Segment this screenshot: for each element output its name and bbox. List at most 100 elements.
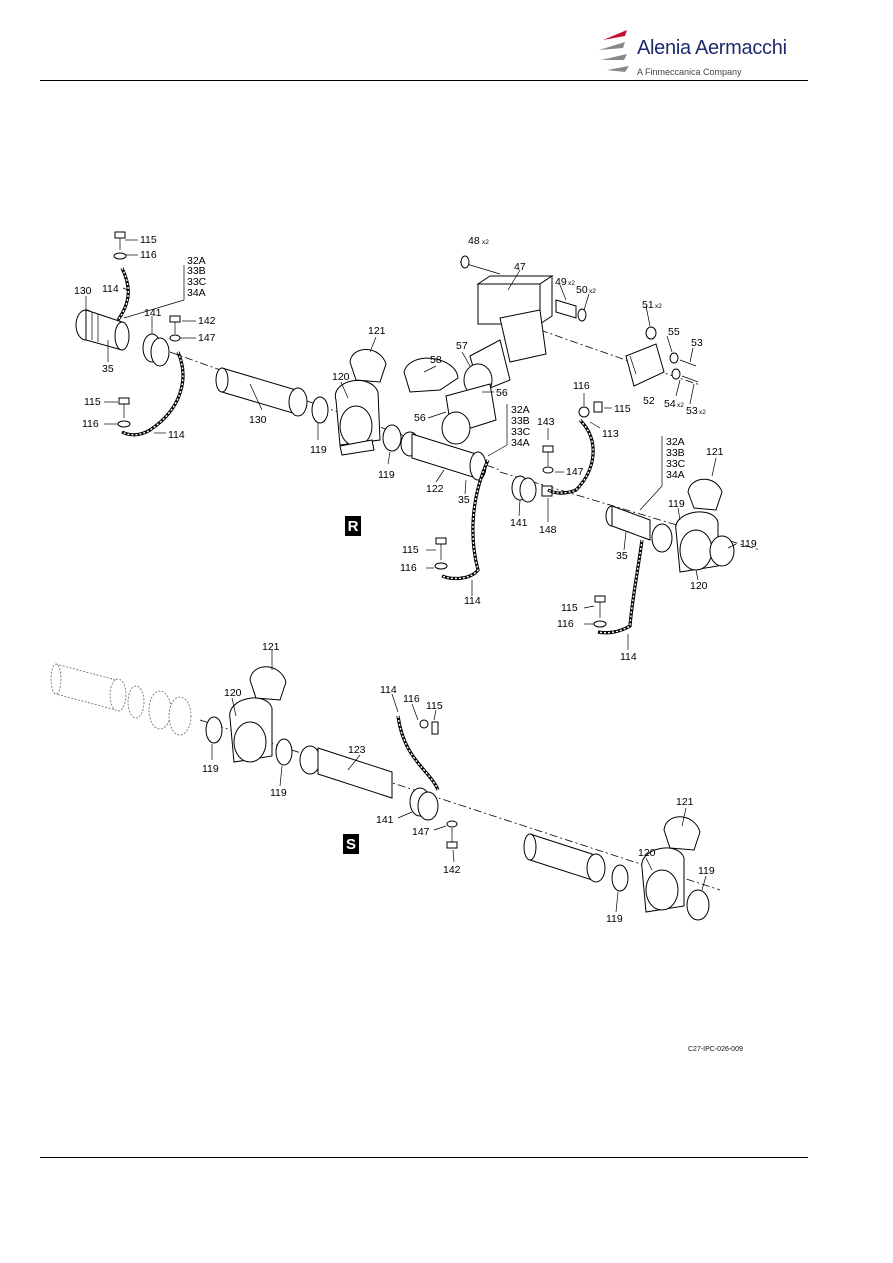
callout-34a: 34A xyxy=(666,469,685,481)
view-r-letter: R xyxy=(348,518,359,535)
callout-119: 119 xyxy=(202,763,219,775)
callout-120: 120 xyxy=(690,580,708,592)
callout-130: 130 xyxy=(249,414,267,426)
callout-115: 115 xyxy=(426,700,443,712)
callout-116: 116 xyxy=(557,618,574,630)
callout-57: 57 xyxy=(456,340,468,352)
callout-32a: 32A xyxy=(511,404,530,416)
callout-33b: 33B xyxy=(187,265,206,277)
clamp-120 xyxy=(675,511,719,573)
screw-143 xyxy=(542,445,554,474)
screw-142 xyxy=(446,820,458,849)
callout-33c: 33C xyxy=(187,276,207,288)
callout-33b: 33B xyxy=(511,415,530,427)
callout-142: 142 xyxy=(443,864,461,876)
callout-122: 122 xyxy=(426,483,444,495)
callout-120: 120 xyxy=(638,847,656,859)
clamp-121 xyxy=(249,666,287,701)
sleeve-49 xyxy=(555,299,577,319)
callout-116: 116 xyxy=(400,562,417,574)
seal-ring xyxy=(686,889,710,921)
callout-113: 113 xyxy=(602,428,619,440)
callout-33b: 33B xyxy=(666,447,685,459)
callout-119: 119 xyxy=(378,469,395,481)
callout-114: 114 xyxy=(380,684,397,696)
callout-114: 114 xyxy=(464,595,481,607)
callout-qty: x2 xyxy=(482,239,489,246)
callout-53: 53 xyxy=(686,405,698,417)
callout-121: 121 xyxy=(706,446,724,458)
callout-qty: x2 xyxy=(677,402,684,409)
clamp-120 xyxy=(641,847,685,913)
clamp-121 xyxy=(663,816,701,851)
callout-49: 49 xyxy=(555,276,567,288)
screw-115 xyxy=(113,231,127,260)
callout-119: 119 xyxy=(740,538,757,550)
callout-114: 114 xyxy=(168,429,185,441)
callout-35: 35 xyxy=(102,363,114,375)
company-logo: Alenia Aermacchi A Finmeccanica Company xyxy=(597,26,797,84)
view-s-letter: S xyxy=(346,836,356,853)
callout-35: 35 xyxy=(458,494,470,506)
callout-58: 58 xyxy=(430,354,442,366)
callout-119: 119 xyxy=(668,498,685,510)
tube-130 xyxy=(215,367,308,417)
washer-50 xyxy=(577,308,587,322)
callout-116: 116 xyxy=(82,418,99,430)
screw-142 xyxy=(169,315,181,342)
bracket-52 xyxy=(625,343,665,387)
callout-119: 119 xyxy=(270,787,287,799)
callout-119: 119 xyxy=(310,444,327,456)
tube-end xyxy=(523,833,606,883)
callout-116: 116 xyxy=(140,249,157,261)
callout-51: 51 xyxy=(642,299,654,311)
callout-121: 121 xyxy=(262,641,280,653)
callout-47: 47 xyxy=(514,261,526,273)
seal-ring xyxy=(275,738,293,766)
callout-141: 141 xyxy=(376,814,394,826)
screw-115 xyxy=(419,719,439,735)
hose-coupling-130 xyxy=(75,309,130,351)
tube-122 xyxy=(400,431,487,481)
callout-141: 141 xyxy=(144,307,162,319)
callout-141: 141 xyxy=(510,517,528,529)
brand-name: Alenia Aermacchi xyxy=(637,37,787,59)
callout-120: 120 xyxy=(332,371,350,383)
nut-51 xyxy=(645,326,657,340)
callout-147: 147 xyxy=(198,332,216,344)
view-s-drawing xyxy=(50,650,721,921)
callout-115: 115 xyxy=(614,403,631,415)
callout-114: 114 xyxy=(102,283,119,295)
callout-119: 119 xyxy=(698,865,715,877)
clamp-121 xyxy=(687,478,723,511)
callout-56: 56 xyxy=(496,387,508,399)
tee-assembly-57 xyxy=(441,275,554,445)
header-rule xyxy=(40,80,808,81)
clamp-120 xyxy=(229,697,273,763)
callout-50: 50 xyxy=(576,284,588,296)
callout-121: 121 xyxy=(676,796,694,808)
seal-ring xyxy=(205,716,223,744)
existing-duct-ghost xyxy=(50,663,192,736)
callout-54: 54 xyxy=(664,398,676,410)
callout-32a: 32A xyxy=(666,436,685,448)
callout-53: 53 xyxy=(691,337,703,349)
logo-mark-icon xyxy=(599,30,629,72)
callout-142: 142 xyxy=(198,315,216,327)
footer-rule xyxy=(40,1157,808,1158)
callout-56: 56 xyxy=(414,412,426,424)
view-r-drawing xyxy=(75,231,761,650)
callout-qty: x2 xyxy=(568,280,575,287)
callout-143: 143 xyxy=(537,416,555,428)
tube-123 xyxy=(299,745,393,799)
view-r-badge: R xyxy=(345,516,361,536)
callout-148: 148 xyxy=(539,524,557,536)
callout-48: 48 xyxy=(468,235,480,247)
seal-ring xyxy=(382,424,402,452)
callout-119: 119 xyxy=(606,913,623,925)
callout-115: 115 xyxy=(140,234,157,246)
clamp-58 xyxy=(403,357,459,393)
callout-qty: x2 xyxy=(589,288,596,295)
